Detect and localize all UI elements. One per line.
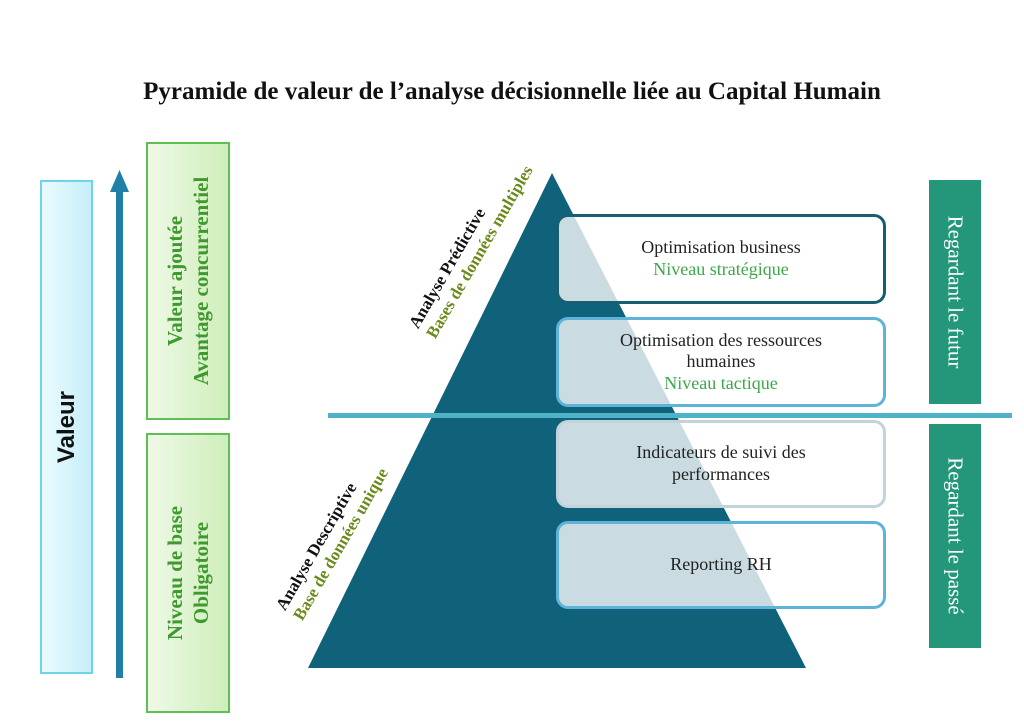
up-arrow-icon xyxy=(110,170,129,678)
page-title: Pyramide de valeur de l’analyse décision… xyxy=(143,78,881,105)
level-business-optimization: Optimisation business Niveau stratégique xyxy=(556,214,886,304)
future-box: Regardant le futur xyxy=(929,180,981,404)
past-label: Regardant le passé xyxy=(943,457,968,615)
divider-line xyxy=(328,413,1012,418)
value-added-line1: Valeur ajoutée xyxy=(162,215,187,347)
future-label: Regardant le futur xyxy=(943,215,968,369)
level-hr-optimization: Optimisation des ressources humaines Niv… xyxy=(556,317,886,407)
level-performance-indicators: Indicateurs de suivi des performances xyxy=(556,420,886,508)
level-text: Optimisation des ressources humaines xyxy=(620,329,822,372)
base-level-box: Niveau de base Obligatoire xyxy=(146,433,230,713)
level-text: Indicateurs de suivi des performances xyxy=(636,442,806,484)
level-subtext: Niveau stratégique xyxy=(653,259,789,279)
level-subtext: Niveau tactique xyxy=(664,372,778,393)
value-added-text: Valeur ajoutée Avantage concurrentiel xyxy=(162,177,215,386)
value-added-box: Valeur ajoutée Avantage concurrentiel xyxy=(146,142,230,420)
base-level-text: Niveau de base Obligatoire xyxy=(162,506,215,640)
level-text: Optimisation business xyxy=(641,237,801,258)
level-hr-reporting: Reporting RH xyxy=(556,521,886,609)
valeur-box: Valeur xyxy=(40,180,93,674)
base-level-line1: Niveau de base xyxy=(162,505,187,641)
value-added-line2: Avantage concurrentiel xyxy=(189,176,213,386)
base-level-line2: Obligatoire xyxy=(189,521,213,625)
past-box: Regardant le passé xyxy=(929,424,981,648)
level-text: Reporting RH xyxy=(670,554,772,575)
